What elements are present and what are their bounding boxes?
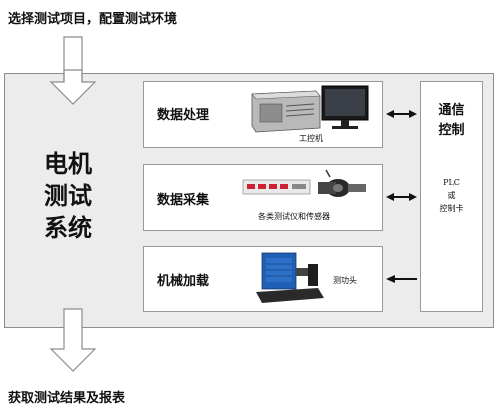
top-caption: 选择测试项目，配置测试环境 xyxy=(8,12,178,27)
device-label-instruments: 各类测试仪和传感器 xyxy=(258,212,330,221)
comm-title: 通信 控制 xyxy=(420,101,483,141)
bidirectional-arrow-acquisition xyxy=(386,193,417,201)
bottom-caption: 获取测试结果及报表 xyxy=(8,391,126,406)
module-data-acquisition xyxy=(143,164,383,231)
bidirectional-arrow-processing xyxy=(386,110,417,118)
comm-title-line: 通信 xyxy=(438,103,465,118)
system-title-line: 电机 xyxy=(44,150,92,178)
comm-sub-line: 或 xyxy=(447,191,456,200)
comm-control-box xyxy=(420,81,483,312)
device-label-dynamometer: 测功头 xyxy=(333,276,357,285)
comm-title-line: 控制 xyxy=(438,123,465,138)
module-label-loading: 机械加载 xyxy=(157,274,210,289)
module-label-processing: 数据处理 xyxy=(157,108,210,123)
device-label-ipc: 工控机 xyxy=(299,134,323,143)
system-title: 电机 测试 系统 xyxy=(18,148,118,244)
system-title-line: 测试 xyxy=(44,182,92,210)
comm-subtitle: PLC 或 控制卡 xyxy=(420,176,483,215)
comm-sub-line: PLC xyxy=(443,178,460,187)
comm-sub-line: 控制卡 xyxy=(439,204,464,213)
arrow-to-loading xyxy=(386,275,417,283)
module-label-acquisition: 数据采集 xyxy=(157,193,210,208)
system-title-line: 系统 xyxy=(44,214,92,242)
